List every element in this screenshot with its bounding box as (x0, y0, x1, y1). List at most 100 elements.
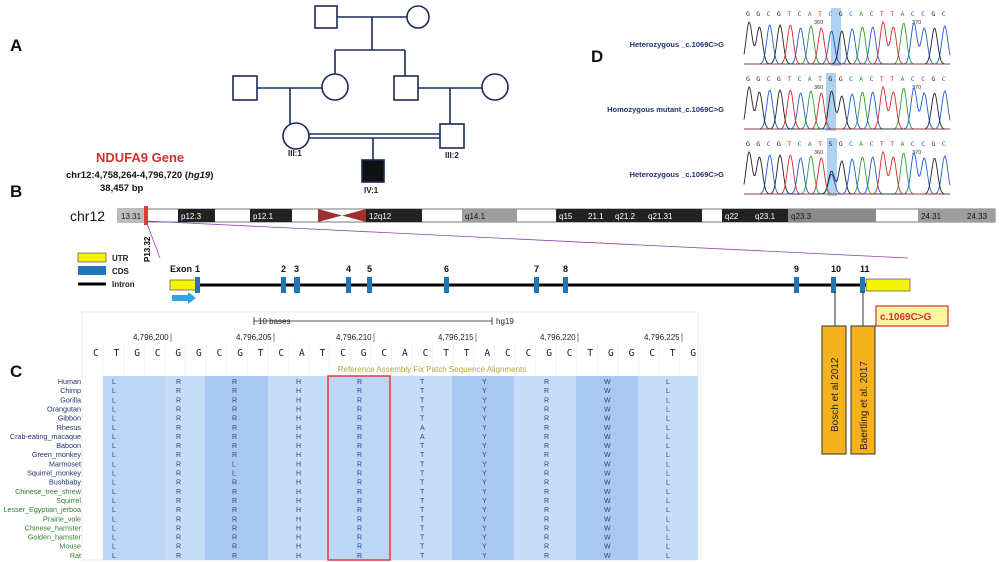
amino-acid: W (604, 461, 611, 468)
reference-base: C (649, 348, 655, 359)
base-call: G (931, 140, 935, 148)
amino-acid: L (666, 397, 670, 404)
amino-acid: R (544, 553, 549, 560)
chromosome-band (462, 209, 517, 222)
base-call: T (787, 10, 791, 18)
zoom-line-right (145, 220, 909, 259)
amino-acid: R (357, 525, 362, 532)
amino-acid: R (544, 388, 549, 395)
amino-acid: Y (482, 434, 487, 441)
base-call: T (890, 75, 894, 83)
amino-acid: R (357, 452, 362, 459)
amino-acid: Y (482, 525, 487, 532)
exon-6 (444, 277, 449, 293)
amino-acid: L (666, 416, 670, 423)
amino-acid: R (357, 480, 362, 487)
amino-acid: R (232, 452, 237, 459)
exon-8 (563, 277, 568, 293)
amino-acid: R (544, 443, 549, 450)
species-label: Squirrel (56, 496, 81, 505)
amino-acid: R (544, 489, 549, 496)
exon-9 (794, 277, 799, 293)
codon-column (514, 376, 576, 560)
exon-number: 1 (195, 264, 200, 274)
amino-acid: T (420, 397, 425, 404)
amino-acid: T (420, 379, 425, 386)
scale-build: hg19 (496, 317, 514, 326)
base-call: C (767, 140, 771, 148)
base-call: G (746, 75, 750, 83)
base-call: C (921, 10, 925, 18)
chromosome-band-label: q21.2 (615, 212, 636, 221)
amino-acid: R (357, 379, 362, 386)
base-call: C (798, 140, 802, 148)
amino-acid: L (112, 452, 116, 459)
amino-acid: W (604, 416, 611, 423)
amino-acid: R (176, 379, 181, 386)
amino-acid: R (544, 516, 549, 523)
amino-acid: L (666, 507, 670, 514)
exon-1 (195, 277, 200, 293)
variant-box (875, 305, 949, 327)
panel-label-a: A (10, 36, 22, 55)
amino-acid: H (296, 498, 301, 505)
chromosome-band-label: q21.31 (648, 212, 673, 221)
species-label: Lesser_Egyptian_jerboa (3, 505, 81, 514)
chromosome-band-label: p12.1 (253, 212, 274, 221)
base-call: T (880, 140, 884, 148)
amino-acid: H (296, 480, 301, 487)
amino-acid: R (544, 507, 549, 514)
panel-label-b: B (10, 182, 22, 201)
amino-acid: R (544, 480, 549, 487)
amino-acid: Y (482, 452, 487, 459)
amino-acid: L (112, 434, 116, 441)
reference-base: A (299, 348, 305, 359)
chromosome-band-label: q15 (559, 212, 573, 221)
amino-acid: L (666, 379, 670, 386)
amino-acid: R (544, 406, 549, 413)
amino-acid: T (420, 516, 425, 523)
species-label: Chinese_tree_shrew (15, 487, 82, 496)
amino-acid: W (604, 507, 611, 514)
amino-acid: L (112, 516, 116, 523)
base-call: G (746, 10, 750, 18)
chromosome-band (250, 209, 292, 222)
amino-acid: R (232, 544, 237, 551)
base-call: C (849, 10, 853, 18)
species-label: Gorilla (60, 395, 81, 404)
base-call: C (870, 10, 874, 18)
utr-5prime (169, 279, 197, 291)
amino-acid: L (666, 535, 670, 542)
amino-acid: H (296, 416, 301, 423)
zoom-line-left (145, 220, 161, 259)
amino-acid: R (357, 434, 362, 441)
base-call: C (870, 75, 874, 83)
amino-acid: T (420, 416, 425, 423)
base-call: G (828, 75, 832, 83)
amino-acid: W (604, 434, 611, 441)
species-label: Gibbon (58, 414, 81, 423)
sequencing-label: Heterozygous _c.1069C>G (630, 40, 725, 49)
chromosome-band (556, 209, 585, 222)
species-label: Chinese_hamster (25, 523, 82, 532)
species-label: Marmoset (49, 459, 81, 468)
base-call: G (839, 140, 843, 148)
reference-base: G (629, 348, 635, 359)
amino-acid: R (232, 406, 237, 413)
amino-acid: R (232, 425, 237, 432)
pedigree (232, 5, 509, 183)
species-label: Squirrel_monkey (27, 469, 81, 478)
base-call: T (890, 10, 894, 18)
base-call: C (942, 10, 946, 18)
amino-acid: R (544, 434, 549, 441)
chromosome-band (585, 209, 612, 222)
amino-acid: R (232, 480, 237, 487)
amino-acid: W (604, 480, 611, 487)
amino-acid: L (666, 480, 670, 487)
species-label: Golden_hamster (28, 533, 82, 542)
amino-acid: T (420, 480, 425, 487)
amino-acid: L (666, 434, 670, 441)
